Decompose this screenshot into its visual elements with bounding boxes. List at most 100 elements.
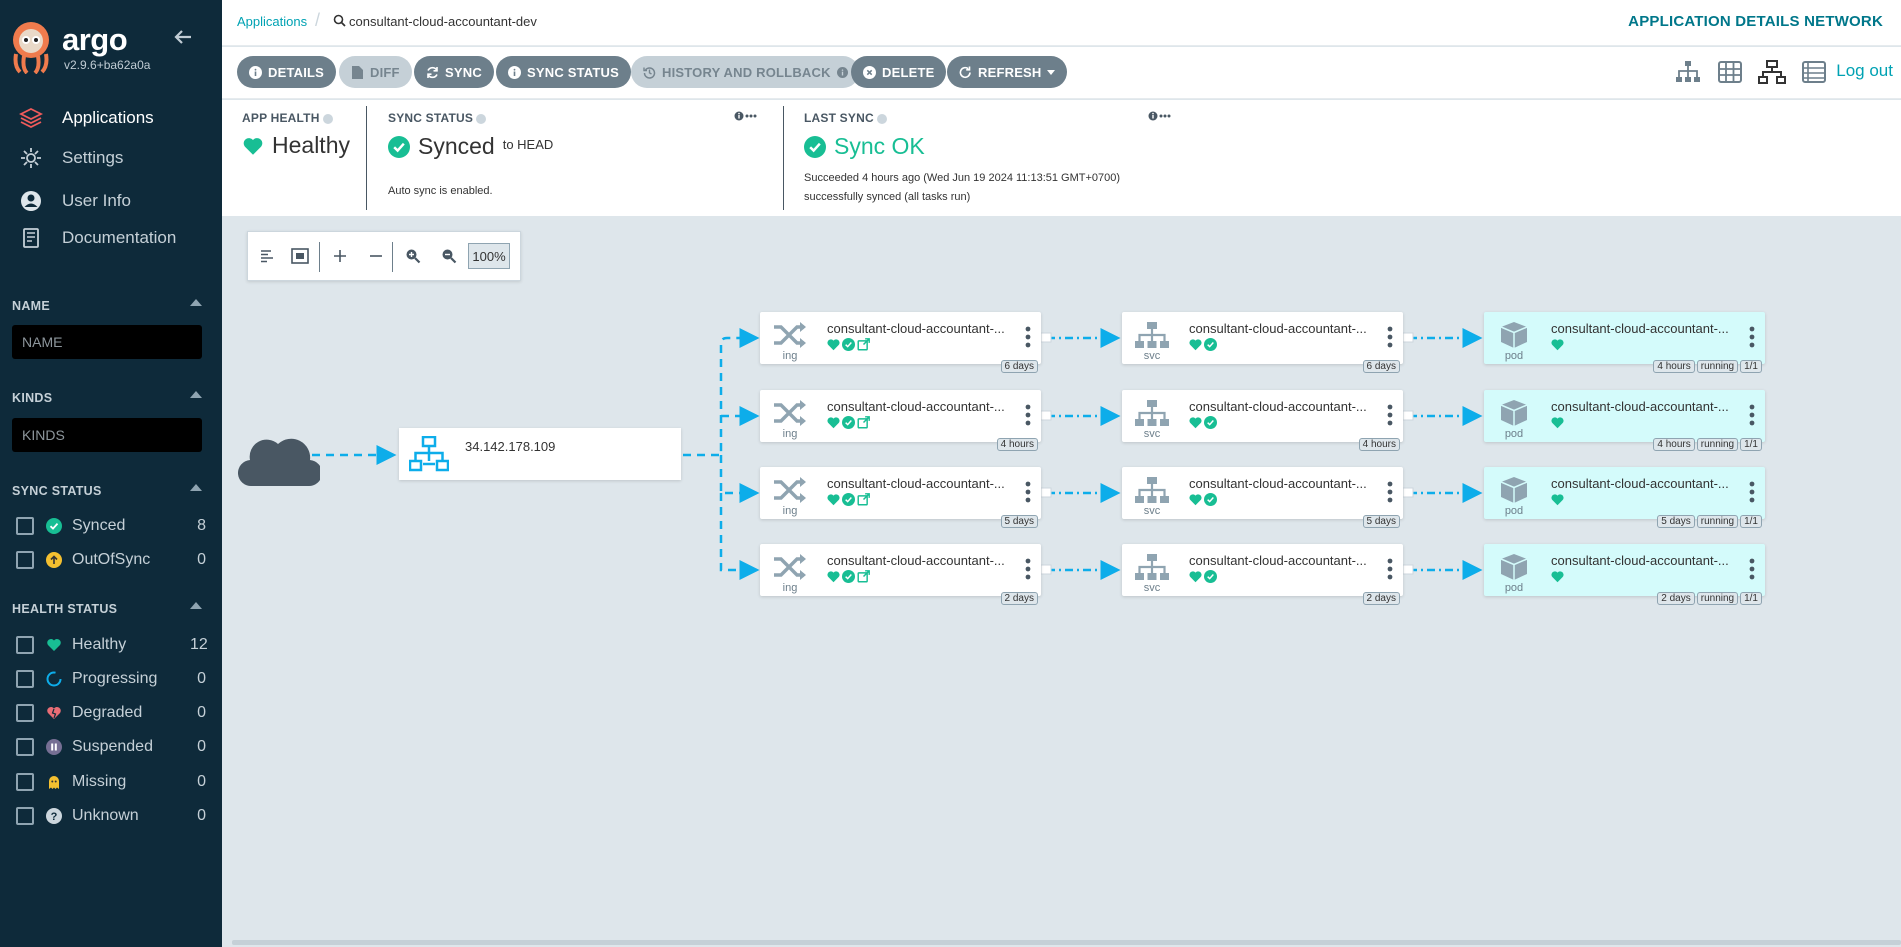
collapse-sidebar-icon[interactable] (172, 26, 194, 48)
collapse-icon[interactable] (364, 244, 388, 268)
nav-user-info[interactable]: User Info (0, 183, 222, 219)
separator (319, 242, 320, 272)
external-link-icon[interactable] (857, 338, 870, 351)
filter-suspended[interactable]: Suspended 0 (16, 735, 206, 759)
align-left-icon[interactable] (255, 244, 279, 268)
more-vertical-icon[interactable] (1025, 481, 1031, 503)
resource-name: consultant-cloud-accountant-... (1189, 321, 1367, 336)
load-balancer-node[interactable]: 34.142.178.109 (399, 428, 681, 480)
info-more-icon[interactable] (1148, 110, 1172, 122)
network-view-icon[interactable] (1758, 60, 1786, 84)
name-filter-input[interactable] (12, 325, 202, 359)
sync-target: to HEAD (502, 137, 554, 152)
fit-screen-icon[interactable] (288, 244, 312, 268)
history-rollback-button[interactable]: HISTORY AND ROLLBACK (631, 56, 859, 88)
info-more-icon[interactable] (734, 110, 758, 122)
filter-outofsync[interactable]: OutOfSync 0 (16, 548, 206, 572)
sync-status-button[interactable]: SYNC STATUS (496, 56, 632, 88)
filter-synced[interactable]: Synced 8 (16, 514, 206, 538)
help-icon[interactable] (322, 113, 333, 124)
health-status-collapse-icon[interactable] (190, 602, 202, 609)
zoom-in-icon[interactable] (401, 244, 425, 268)
more-vertical-icon[interactable] (1025, 558, 1031, 580)
breadcrumb-current-app[interactable]: consultant-cloud-accountant-dev (349, 14, 537, 29)
nav-applications[interactable]: Applications (0, 100, 222, 136)
checkbox[interactable] (16, 807, 34, 825)
sync-status-collapse-icon[interactable] (190, 484, 202, 491)
details-button[interactable]: DETAILS (237, 56, 337, 88)
checkbox[interactable] (16, 670, 34, 688)
sync-button[interactable]: SYNC (414, 56, 494, 88)
list-view-icon[interactable] (1800, 60, 1828, 84)
search-icon[interactable] (333, 14, 346, 27)
nav-documentation[interactable]: Documentation (0, 220, 222, 256)
checkbox[interactable] (16, 704, 34, 722)
more-vertical-icon[interactable] (1387, 404, 1393, 426)
more-vertical-icon[interactable] (1749, 481, 1755, 503)
check-circle-icon (842, 570, 855, 583)
kinds-filter-collapse-icon[interactable] (190, 391, 202, 398)
resource-kind: pod (1504, 582, 1524, 594)
filter-count: 0 (197, 704, 206, 721)
checkbox[interactable] (16, 738, 34, 756)
kinds-filter-input[interactable] (12, 418, 202, 452)
filter-healthy[interactable]: Healthy 12 (16, 633, 208, 657)
more-vertical-icon[interactable] (1749, 404, 1755, 426)
more-vertical-icon[interactable] (1749, 558, 1755, 580)
external-link-icon[interactable] (857, 493, 870, 506)
more-vertical-icon[interactable] (1025, 404, 1031, 426)
zoom-out-icon[interactable] (437, 244, 461, 268)
resource-kind: pod (1504, 428, 1524, 440)
cube-icon (1500, 477, 1528, 503)
tree-view-icon[interactable] (1674, 60, 1702, 84)
more-vertical-icon[interactable] (1387, 481, 1393, 503)
load-balancer-ip: 34.142.178.109 (465, 439, 556, 454)
more-vertical-icon[interactable] (1025, 326, 1031, 348)
checkbox[interactable] (16, 517, 34, 535)
checkbox[interactable] (16, 551, 34, 569)
filter-missing[interactable]: Missing 0 (16, 770, 206, 794)
checkbox[interactable] (16, 636, 34, 654)
filter-unknown[interactable]: ? Unknown 0 (16, 804, 206, 828)
external-link-icon[interactable] (857, 416, 870, 429)
last-sync-time: Succeeded 4 hours ago (Wed Jun 19 2024 1… (804, 172, 1121, 184)
expand-icon[interactable] (328, 244, 352, 268)
horizontal-scrollbar[interactable] (232, 940, 1901, 945)
filter-degraded[interactable]: Degraded 0 (16, 701, 206, 725)
delete-button[interactable]: DELETE (851, 56, 947, 88)
heart-icon (243, 137, 263, 155)
more-vertical-icon[interactable] (1387, 558, 1393, 580)
hierarchy-icon (1135, 322, 1169, 348)
logout-link[interactable]: Log out (1836, 61, 1893, 80)
diff-button[interactable]: DIFF (339, 56, 412, 88)
zoom-level[interactable]: 100% (468, 243, 510, 269)
checkbox[interactable] (16, 773, 34, 791)
refresh-button[interactable]: REFRESH (947, 56, 1067, 88)
help-icon[interactable] (476, 113, 487, 124)
help-icon[interactable] (876, 113, 887, 124)
sync-status-filter-title: SYNC STATUS (12, 484, 102, 498)
breadcrumb-applications-link[interactable]: Applications (237, 14, 308, 29)
external-link-icon[interactable] (857, 570, 870, 583)
nav-settings[interactable]: Settings (0, 140, 222, 176)
resource-name: consultant-cloud-accountant-... (1551, 476, 1729, 491)
hierarchy-icon (1135, 477, 1169, 503)
more-vertical-icon[interactable] (1749, 326, 1755, 348)
name-filter-collapse-icon[interactable] (190, 299, 202, 306)
resource-name: consultant-cloud-accountant-... (1189, 553, 1367, 568)
filter-progressing[interactable]: Progressing 0 (16, 667, 206, 691)
pods-grid-icon[interactable] (1716, 60, 1744, 84)
more-vertical-icon[interactable] (1387, 326, 1393, 348)
